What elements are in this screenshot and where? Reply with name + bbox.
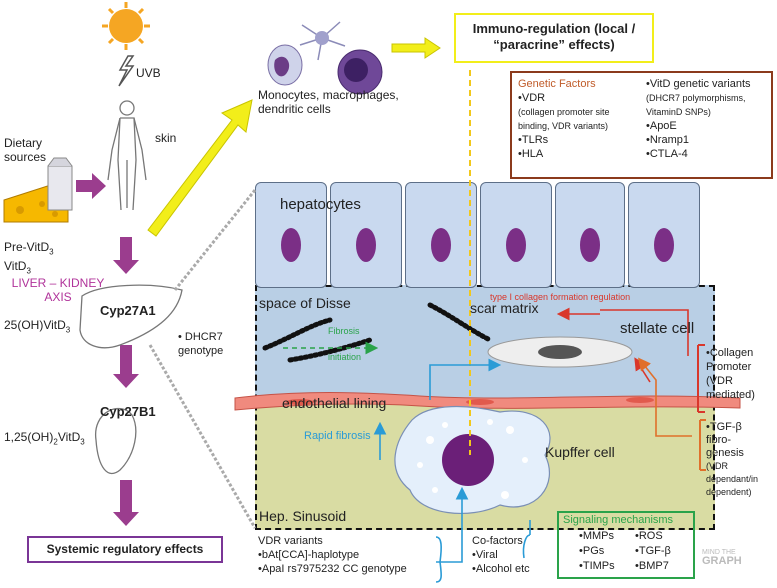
liver-icon [79,284,183,349]
sinusoid-label: Hep. Sinusoid [259,508,347,524]
hepatocytes-label: hepatocytes [280,196,361,213]
signaling-item: •TGF-β [635,545,671,557]
collagen-note-line: •Collagen [706,347,754,359]
signaling-items: •MMPs •ROS •PGs •TGF-β •TIMPs •BMP7 [579,529,694,573]
fibrosis-label: Fibrosis [328,326,360,336]
rapid-fibrosis-label: Rapid fibrosis [304,430,371,442]
space-of-disse-region [255,285,715,400]
genetic-factor-item: •Nramp1 [646,134,689,146]
sun-icon [102,2,150,50]
hepatocyte-nuclei [281,228,674,262]
signaling-title: Signaling mechanisms [563,514,674,526]
cofactors-label: Co-factors•Viral•Alcohol etc [472,535,530,575]
collagen-note-line: (VDR [706,375,733,387]
cyp27a1-label: Cyp27A1 [100,303,156,318]
signaling-mechanisms-box: Signaling mechanisms •MMPs •ROS •PGs •TGF-β… [557,511,695,579]
vdr-variants-label: VDR variants•bAt[CCA]-haplotype•ApaI rs7… [258,535,407,575]
endothelial-lining-label: endothelial lining [282,395,387,411]
genetic-factor-item: binding, VDR variants) [518,121,609,131]
tgf-note-line: genesis [706,447,744,459]
immune-cells-icon [267,21,383,95]
genetic-factor-item: •VitD genetic variants [646,78,751,90]
genetic-factor-item: •ApoE [646,120,677,132]
stellate-cell-label: stellate cell [620,320,695,337]
uvb-label: UVB [136,66,161,80]
kupffer-cell-label: Kupffer cell [545,444,615,460]
cyp27b1-label: Cyp27B1 [100,404,156,419]
tgf-note-line: fibro- [706,434,732,446]
genetic-factor-item: •HLA [518,148,544,160]
systemic-effects-box: Systemic regulatory effects [27,536,223,563]
space-of-disse-label: space of Disse [259,295,351,311]
signaling-item: •BMP7 [635,560,669,572]
initiation-label: initiation [328,352,362,362]
signaling-item: •TIMPs [579,560,615,572]
kupffer-cell-shape [394,406,551,515]
dihydroxy-vitd-label: 1,25(OH)2VitD3 [4,430,85,447]
purple-arrows [76,173,139,526]
genetic-factors-box: Genetic Factors •VDR (collagen promoter s… [510,71,773,179]
collagen-note-line: mediated) [706,389,755,401]
collagen-note-line: Promoter [706,361,752,373]
scar-matrix-label: scar matrix [470,300,539,316]
lightning-icon [118,55,135,87]
stellate-cell-shape [487,336,633,368]
oh-vitd-label: 25(OH)VitD3 [4,318,71,335]
signaling-item: •ROS [635,530,663,542]
tgf-note-line: •TGF-β [706,421,742,433]
genetic-title: Genetic Factors [518,78,596,90]
scar-fibers [262,302,493,363]
genetic-factor-item: •CTLA-4 [646,148,688,160]
tgf-note-line: dependent) [706,487,752,497]
signaling-item: •MMPs [579,530,615,542]
human-figure-icon [107,100,147,211]
genetic-factor-item: •TLRs [518,134,549,146]
tgf-note-line: dependant/in [706,474,759,484]
genetic-right-column: •VitD genetic variants (DHCR7 polymorphis… [646,77,751,161]
yellow-arrow [147,99,253,237]
collagen-regulation-label: type I collagen formation regulation [490,292,631,302]
systemic-effects-label: Systemic regulatory effects [46,542,204,556]
genetic-left-column: Genetic Factors •VDR (collagen promoter s… [518,77,610,161]
yellow-arrow-small [391,37,441,59]
kidney-icon [95,407,137,475]
skin-label: skin [155,131,177,145]
tgf-note-line: (VDR [706,461,728,471]
signaling-item: •PGs [579,545,605,557]
genetic-factor-item: (collagen promoter site [518,107,610,117]
dietary-food-icon [3,157,73,223]
genetic-factor-item: VitaminD SNPs) [646,107,711,117]
pre-vitd-label: Pre-VitD3 VitD3 [4,240,54,276]
genetic-factor-item: •VDR [518,92,546,104]
immuno-regulation-box: Immuno-regulation (local /“paracrine” ef… [454,13,654,63]
immune-cells-label: Monocytes, macrophages,dendritic cells [258,88,399,116]
genetic-factor-item: (DHCR7 polymorphisms, [646,93,746,103]
